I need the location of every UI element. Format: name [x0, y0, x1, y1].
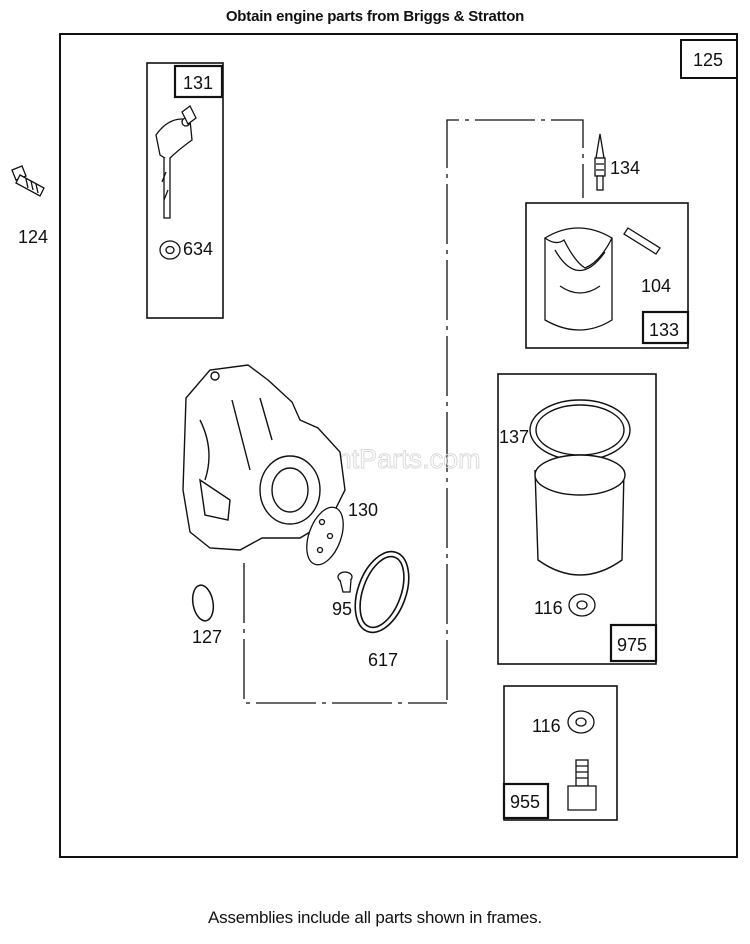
part-label-127: 127	[192, 627, 222, 647]
frame-label-131: 131	[183, 73, 213, 93]
part-label-617: 617	[368, 650, 398, 670]
float-icon	[543, 227, 613, 331]
needle-icon	[594, 133, 606, 191]
o-ring-icon	[191, 584, 215, 622]
washer-icon	[567, 710, 595, 734]
part-label-124: 124	[18, 227, 48, 247]
o-ring-icon	[354, 550, 410, 634]
frame-131	[146, 62, 224, 319]
assembly-frame	[59, 33, 738, 858]
gasket-icon	[306, 506, 344, 566]
screw-icon	[337, 571, 353, 593]
frame-label-975: 975	[617, 635, 647, 655]
assembly-frame-label-box	[680, 39, 738, 79]
washer-icon	[568, 593, 596, 617]
carburetor-body-icon	[182, 364, 346, 551]
part-label-95: 95	[332, 599, 352, 619]
part-label-130: 130	[348, 500, 378, 520]
frame-label-955: 955	[510, 792, 540, 812]
part-label-116: 116	[532, 716, 561, 736]
frame-label-133: 133	[649, 320, 679, 340]
part-label-104: 104	[641, 276, 671, 296]
frame-133	[525, 202, 689, 349]
frame-975-label-box	[609, 623, 658, 663]
bowl-icon	[529, 399, 631, 576]
frame-133-label-box	[641, 310, 690, 345]
part-label-134: 134	[610, 158, 640, 178]
float-pin-icon	[623, 227, 661, 255]
connector-line	[243, 563, 447, 704]
connector-line	[446, 119, 584, 700]
choke-shaft-icon	[155, 105, 197, 219]
frame-975	[497, 373, 657, 665]
footer-note: Assemblies include all parts shown in fr…	[208, 908, 542, 927]
seal-ring-icon	[159, 240, 181, 260]
page-title: Obtain engine parts from Briggs & Stratt…	[225, 8, 525, 25]
bowl-nut-icon	[567, 759, 597, 811]
part-label-634: 634	[183, 239, 213, 259]
part-label-116: 116	[534, 598, 563, 618]
bolt-icon	[11, 165, 45, 197]
frame-label-125: 125	[693, 50, 723, 70]
frame-955-label-box	[502, 782, 550, 820]
part-label-137: 137	[499, 427, 529, 447]
frame-131-label-box	[173, 64, 224, 99]
frame-955	[503, 685, 618, 821]
